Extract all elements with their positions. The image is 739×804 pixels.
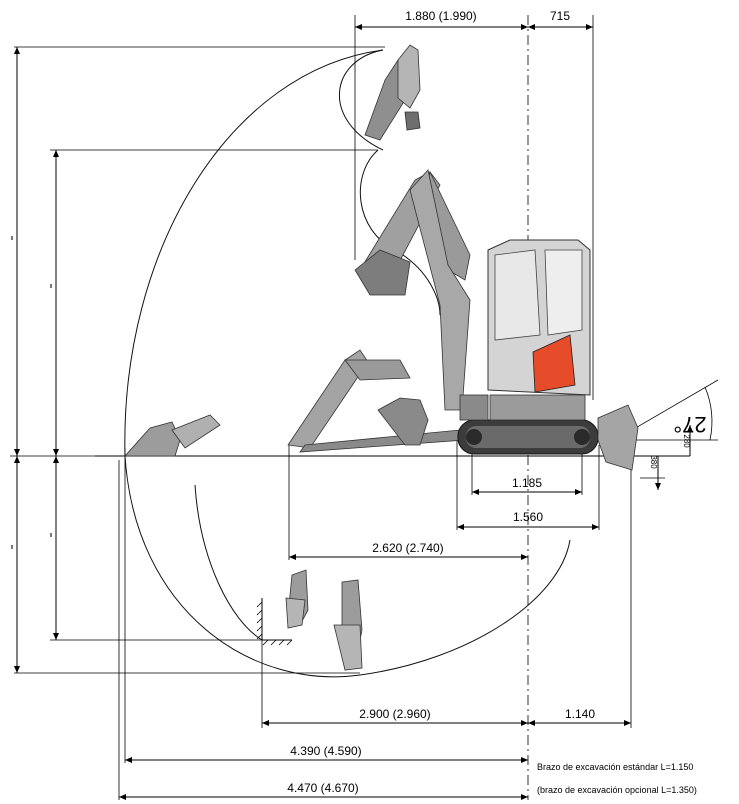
note-standard-arm: Brazo de excavación estándar L=1.150	[537, 762, 693, 772]
reach-max-label: 4.470 (4.670)	[287, 781, 358, 795]
total-length-label: 1.560	[513, 510, 543, 524]
arm-position-mid	[287, 349, 466, 453]
note-optional-arm: (brazo de excavación opcional L=1.350)	[537, 785, 697, 795]
dim-vertical-left	[11, 47, 59, 673]
bucket-depth-b	[333, 579, 363, 671]
dozer-blade	[597, 404, 639, 471]
top-tail-label: 715	[550, 9, 570, 23]
blade-depth-label: 380	[649, 455, 658, 469]
top-reach-label: 1.880 (1.990)	[405, 9, 476, 23]
dim-total-length	[457, 524, 599, 530]
dim-top-reach	[355, 24, 528, 30]
dim-offset-right	[528, 720, 631, 726]
reach-mid-label: 2.620 (2.740)	[372, 541, 443, 555]
excavator-machine	[409, 169, 639, 471]
arm-position-top	[364, 44, 421, 141]
dim-reach-depth	[262, 720, 528, 726]
dim-reach-mid	[289, 554, 528, 560]
dim-reach-ground	[125, 757, 528, 763]
blade-height-label: 280	[682, 434, 691, 448]
offset-right-label: 1.140	[565, 707, 595, 721]
ground-hatch	[256, 598, 293, 646]
bucket-depth-a	[285, 569, 309, 629]
reach-depth-label: 2.900 (2.960)	[359, 707, 430, 721]
dim-reach-max	[119, 794, 528, 800]
track-length-label: 1.185	[512, 476, 542, 490]
dim-top-tail	[528, 24, 593, 30]
blade-angle-label: 27°	[673, 412, 706, 437]
reach-ground-label: 4.390 (4.590)	[290, 744, 361, 758]
counterweight	[532, 334, 576, 393]
bucket-ground	[124, 414, 221, 457]
working-range-envelope	[124, 49, 571, 678]
reference-lines	[10, 15, 690, 800]
dim-track-length	[472, 489, 582, 495]
